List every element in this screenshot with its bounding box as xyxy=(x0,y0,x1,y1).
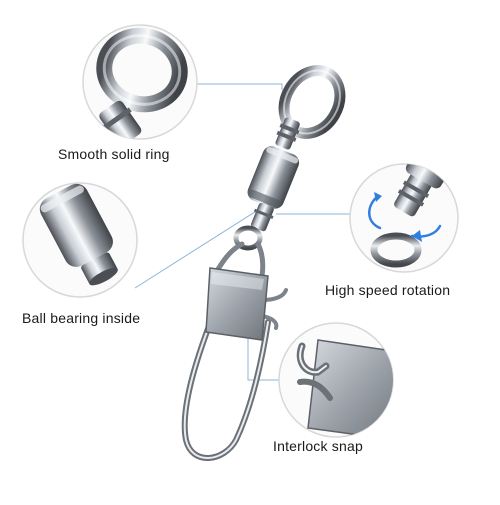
upper-shaft xyxy=(275,117,300,150)
callout-ring xyxy=(82,24,198,140)
lower-shaft xyxy=(250,202,274,232)
callout-rotation xyxy=(349,163,459,273)
label-ball-bearing-inside: Ball bearing inside xyxy=(22,310,141,326)
label-smooth-solid-ring: Smooth solid ring xyxy=(58,146,170,162)
callout-snap xyxy=(278,322,394,438)
leader-line-bearing xyxy=(134,209,259,289)
leader-lines xyxy=(134,83,350,381)
label-high-speed-rotation: High speed rotation xyxy=(325,282,451,298)
main-barrel xyxy=(247,146,300,209)
callout-bearing xyxy=(22,182,138,298)
leader-line-snap xyxy=(247,332,280,381)
label-interlock-snap: Interlock snap xyxy=(273,438,363,454)
connector-ring xyxy=(233,225,263,251)
leader-line-ring xyxy=(196,83,283,90)
snap-plate xyxy=(205,267,269,341)
rotation-arrows-icon xyxy=(368,192,442,242)
